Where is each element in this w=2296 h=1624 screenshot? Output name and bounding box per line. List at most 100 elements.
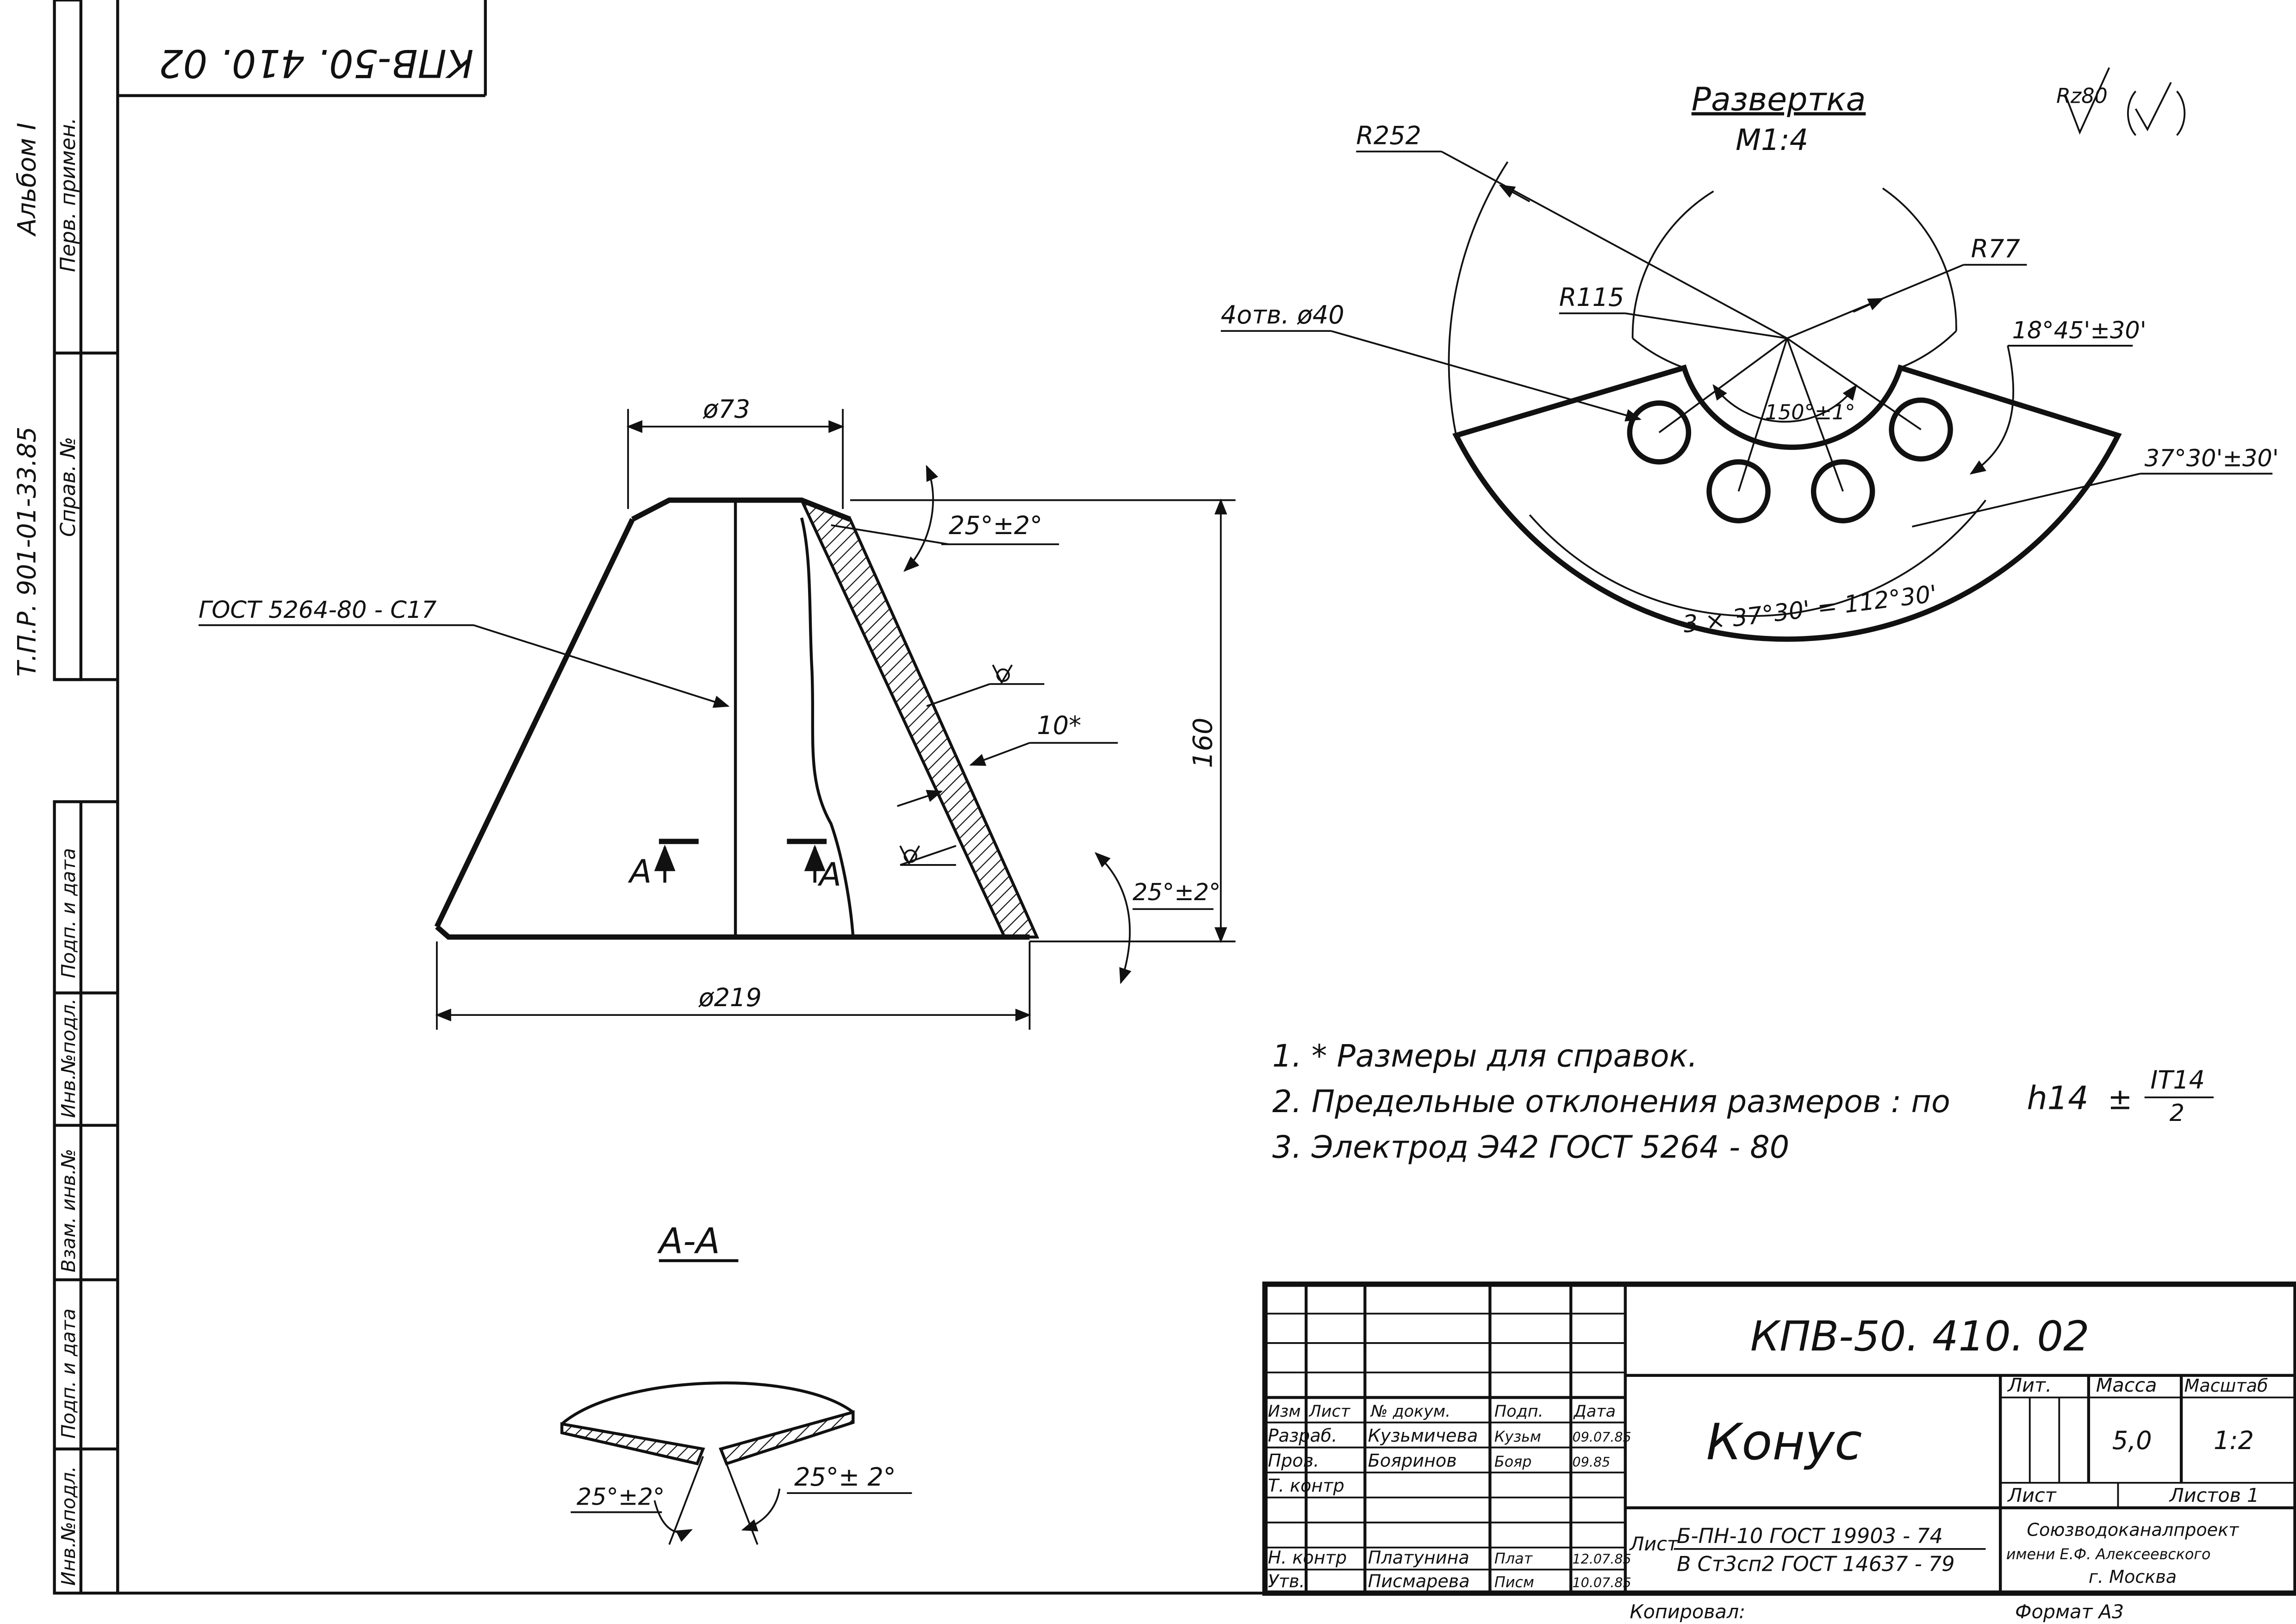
tb-row5-date: 12.07.85	[1572, 1551, 1631, 1567]
dim-wall-label: 10*	[1037, 711, 1082, 740]
hole-1	[1627, 400, 1692, 465]
dim-r-mid	[1559, 312, 1787, 339]
note-1: 1. * Размеры для справок.	[1272, 1038, 1698, 1074]
tolerance-den: 2	[2170, 1099, 2184, 1126]
dim-r-inner	[1786, 264, 2027, 339]
tb-copied: Копировал:	[1630, 1600, 1745, 1623]
note-3: 3. Электрод Э42 ГОСТ 5264 - 80	[1272, 1129, 1789, 1165]
tolerance-num: IT14	[2150, 1065, 2205, 1095]
tb-row6-sign: Писм	[1494, 1574, 1534, 1591]
dim-bottom	[435, 941, 1032, 1030]
angle-span-label: 3 × 37°30' = 112°30'	[1681, 580, 1938, 638]
weld-ref	[199, 624, 730, 708]
tb-org-3: г. Москва	[2089, 1567, 2177, 1587]
tb-header-doc: № докум.	[1370, 1402, 1450, 1421]
weld-ref-label: ГОСТ 5264-80 - C17	[199, 596, 436, 623]
section-view	[560, 1381, 912, 1545]
cone-view	[434, 497, 1039, 940]
tb-scale: 1:2	[2214, 1426, 2254, 1455]
side-label-6: Подп. и дата	[57, 1308, 80, 1438]
angle-top-label: 25°±2°	[949, 511, 1042, 540]
angle-bottom-label: 25°±2°	[1132, 878, 1220, 906]
dim-wall	[897, 742, 1118, 807]
angle-center-arc	[1712, 384, 1857, 423]
dim-bottom-label: ø219	[698, 983, 762, 1012]
side-label-4: Инв.№подл.	[57, 998, 80, 1118]
razvertka-title: Развертка	[1692, 81, 1866, 118]
side-label-1: Перв. примен.	[56, 118, 80, 272]
section-angle-left: 25°±2°	[577, 1483, 665, 1511]
tb-row2-role: Пров.	[1268, 1450, 1319, 1471]
tb-row1-date: 09.07.85	[1572, 1429, 1631, 1445]
note-2: 2. Предельные отклонения размеров : по	[1272, 1083, 1950, 1120]
tb-row5-sign: Плат	[1494, 1551, 1533, 1568]
tb-row1-name: Кузьмичева	[1368, 1425, 1478, 1446]
tb-row3-role: Т. контр	[1268, 1475, 1344, 1496]
tolerance-grade: h14	[2027, 1080, 2088, 1117]
dim-r-outer-label: R252	[1356, 121, 1421, 150]
tb-code: КПВ-50. 410. 02	[1750, 1312, 2090, 1360]
tb-row5-role: Н. контр	[1268, 1548, 1347, 1568]
angle-a-label: 18°45'±30'	[2012, 317, 2147, 344]
tb-row6-role: Утв.	[1268, 1571, 1305, 1592]
tb-sheet-label: Лист	[2007, 1484, 2057, 1506]
tb-row2-date: 09.85	[1572, 1454, 1610, 1470]
dim-r-mid-label: R115	[1559, 283, 1624, 312]
roughness-symbol	[2064, 67, 2186, 136]
dim-r-inner-label: R77	[1971, 234, 2020, 263]
tb-sheets-label: Листов 1	[2169, 1484, 2259, 1506]
rotated-code: КПВ-50. 410. 02	[159, 41, 473, 85]
left-margin-strip	[53, 0, 119, 1595]
hole-3	[1811, 459, 1875, 523]
tb-row1-role: Разраб.	[1268, 1425, 1338, 1446]
razvertka-scale: М1:4	[1736, 123, 1808, 157]
angle-top	[831, 465, 1059, 572]
angle-a	[1969, 345, 2133, 475]
tb-header-sign: Подп.	[1494, 1402, 1543, 1421]
tb-row6-date: 10.07.85	[1572, 1575, 1631, 1591]
tb-header-izm: Изм	[1268, 1402, 1301, 1421]
tb-header-list: Лист	[1308, 1402, 1351, 1421]
section-label: А-А	[657, 1220, 720, 1262]
dim-r-outer	[1356, 150, 1788, 339]
side-label-2: Справ. №	[56, 437, 80, 537]
hole-2	[1706, 459, 1771, 523]
tb-mass-label: Масса	[2096, 1374, 2157, 1396]
angle-b	[1912, 473, 2273, 528]
tb-org-2: имени Е.Ф. Алексеевского	[2006, 1546, 2211, 1563]
tb-row2-sign: Бояр	[1494, 1454, 1531, 1470]
tb-scale-label: Масштаб	[2184, 1375, 2268, 1396]
tb-lit-label: Лит.	[2007, 1374, 2052, 1396]
tb-format: Формат А3	[2015, 1600, 2124, 1623]
tb-org-1: Союзводоканалпроект	[2027, 1519, 2240, 1540]
dim-holes	[1220, 330, 1642, 422]
angle-b-label: 37°30'±30'	[2145, 445, 2279, 472]
tb-material-1: Б-ПН-10 ГОСТ 19903 - 74	[1677, 1524, 1943, 1548]
side-label-7: Инв.№подл.	[57, 1466, 80, 1586]
tolerance-pm: ±	[2108, 1082, 2132, 1116]
weld-symbols	[899, 664, 1045, 866]
angle-center-label: 150°±1°	[1765, 401, 1855, 424]
tb-mass: 5,0	[2112, 1426, 2152, 1455]
tb-material-prefix: Лист	[1629, 1533, 1679, 1555]
tb-row1-sign: Кузьм	[1494, 1429, 1541, 1445]
tb-row2-name: Бояринов	[1368, 1450, 1457, 1471]
side-label-5: Взам. инв.№	[57, 1149, 80, 1272]
dim-top-label: ø73	[703, 395, 750, 424]
title-block	[1262, 1282, 2296, 1596]
side-label-3: Подп. и дата	[57, 848, 80, 978]
dim-top	[626, 409, 845, 509]
tb-title: Конус	[1706, 1413, 1862, 1471]
tb-row5-name: Платунина	[1368, 1548, 1469, 1568]
tb-row6-name: Писмарева	[1368, 1571, 1470, 1592]
dim-height-label: 160	[1188, 718, 1219, 768]
angle-bottom	[1095, 852, 1213, 984]
section-angle-right: 25°± 2°	[794, 1462, 896, 1492]
hole-4	[1889, 397, 1953, 462]
section-mark-right: A	[817, 856, 841, 893]
album-label: Альбом I	[12, 123, 41, 237]
tb-material-2: B Ст3сп2 ГОСТ 14637 - 79	[1677, 1553, 1955, 1576]
tb-header-date: Дата	[1573, 1402, 1616, 1421]
razvertka-outline	[1448, 161, 2122, 642]
tpr-label: Т.П.Р. 901-01-33.85	[12, 427, 41, 677]
